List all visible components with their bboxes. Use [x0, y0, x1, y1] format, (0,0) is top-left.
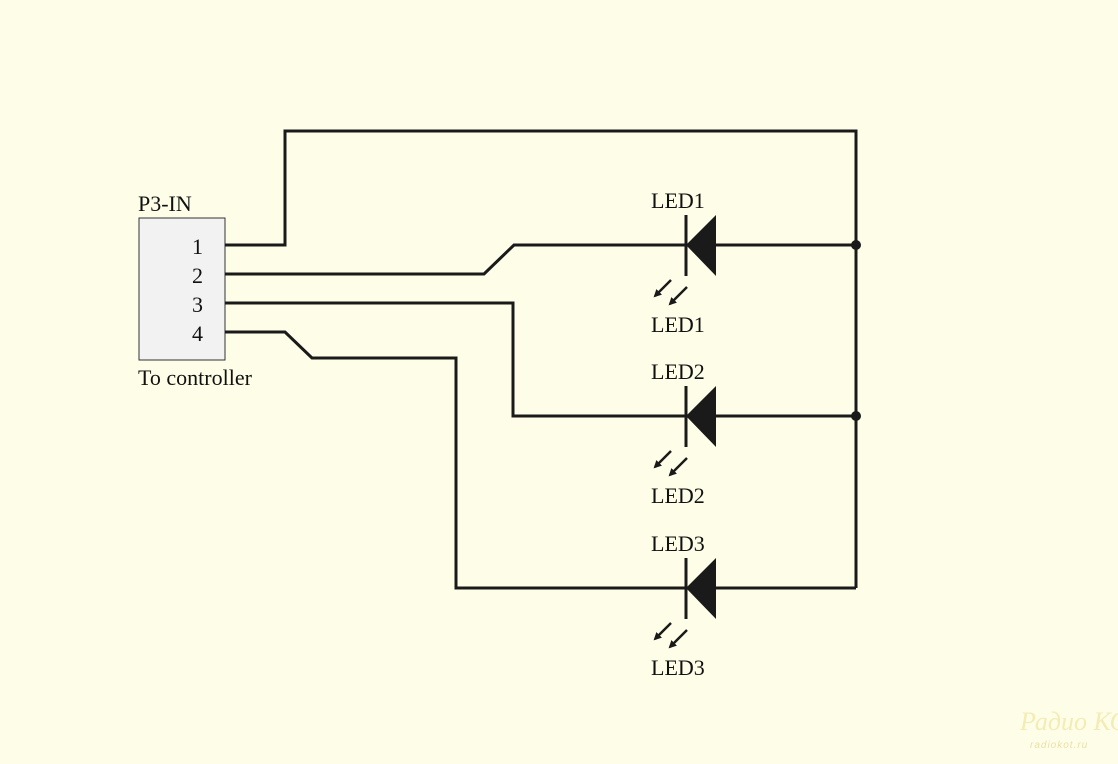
led-value-label: LED1	[651, 312, 705, 337]
led-value-label: LED3	[651, 655, 705, 680]
wire-pin1-common	[225, 129, 858, 588]
pin-label-1: 1	[192, 234, 203, 259]
led-value-label: LED2	[651, 483, 705, 508]
diode-triangle	[686, 215, 716, 276]
led-ref-label: LED2	[651, 359, 705, 384]
watermark-logo: Радио КОТ	[1019, 707, 1118, 736]
led-symbol-1: LED1 LED1	[651, 188, 716, 337]
led-symbol-3: LED3 LED3	[651, 531, 716, 680]
light-emission-arrow	[653, 279, 672, 298]
diode-triangle	[686, 386, 716, 447]
pin-label-4: 4	[192, 321, 203, 346]
light-emission-arrow	[668, 629, 688, 649]
diode-triangle	[686, 558, 716, 619]
light-emission-arrow	[668, 286, 688, 306]
pin-label-2: 2	[192, 263, 203, 288]
light-emission-arrow	[668, 457, 688, 477]
junction-dot	[851, 411, 861, 421]
light-emission-arrow	[653, 450, 672, 469]
led-ref-label: LED1	[651, 188, 705, 213]
led-symbol-2: LED2 LED2	[651, 359, 716, 508]
wires	[225, 129, 861, 590]
connector-note: To controller	[138, 365, 253, 390]
led-ref-label: LED3	[651, 531, 705, 556]
watermark: Радио КОТ radiokot.ru	[1019, 707, 1118, 751]
wire-pin4-led3	[225, 330, 686, 590]
wire-pin3-led2	[225, 301, 686, 418]
pin-label-3: 3	[192, 292, 203, 317]
connector-body	[138, 217, 226, 361]
junction-dot	[851, 240, 861, 250]
light-emission-arrow	[653, 622, 672, 641]
connector-p3-in: P3-IN To controller 1 2 3 4	[138, 191, 253, 390]
watermark-url: radiokot.ru	[1030, 740, 1088, 751]
connector-name: P3-IN	[138, 191, 192, 216]
wire-pin2-led1	[225, 243, 686, 276]
